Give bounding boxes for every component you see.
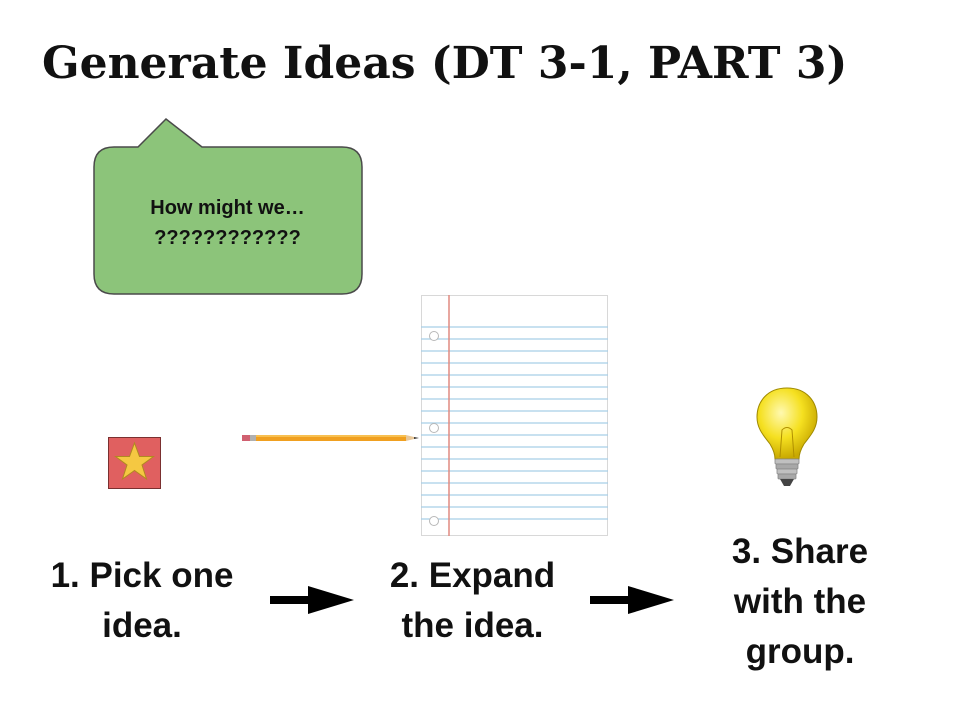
arrow-right-icon [590,586,674,614]
step-3-line-1: 3. Share [731,532,869,571]
step-3-line-2: with the [733,582,867,621]
bubble-line-2: ???????????? [154,227,301,249]
slide-title: Generate Ideas (DT 3-1, PART 3) [42,38,848,89]
notebook-paper-icon [421,295,608,536]
star-icon [108,437,161,489]
bubble-text: How might we… ???????????? [95,193,360,253]
step-2-line-2: the idea. [401,606,544,645]
step-3: 3. Share with the group. [690,527,910,677]
arrow-right-icon [270,586,354,614]
speech-bubble [93,118,363,295]
step-2-line-1: 2. Expand [389,556,556,595]
step-1-line-1: 1. Pick one [50,556,234,595]
step-1-line-2: idea. [102,606,182,645]
pencil-icon [242,435,419,441]
step-1: 1. Pick one idea. [28,551,256,651]
step-3-line-3: group. [745,632,855,671]
step-2: 2. Expand the idea. [360,551,585,651]
light-bulb-icon [756,387,818,486]
bubble-line-1: How might we… [150,197,305,219]
